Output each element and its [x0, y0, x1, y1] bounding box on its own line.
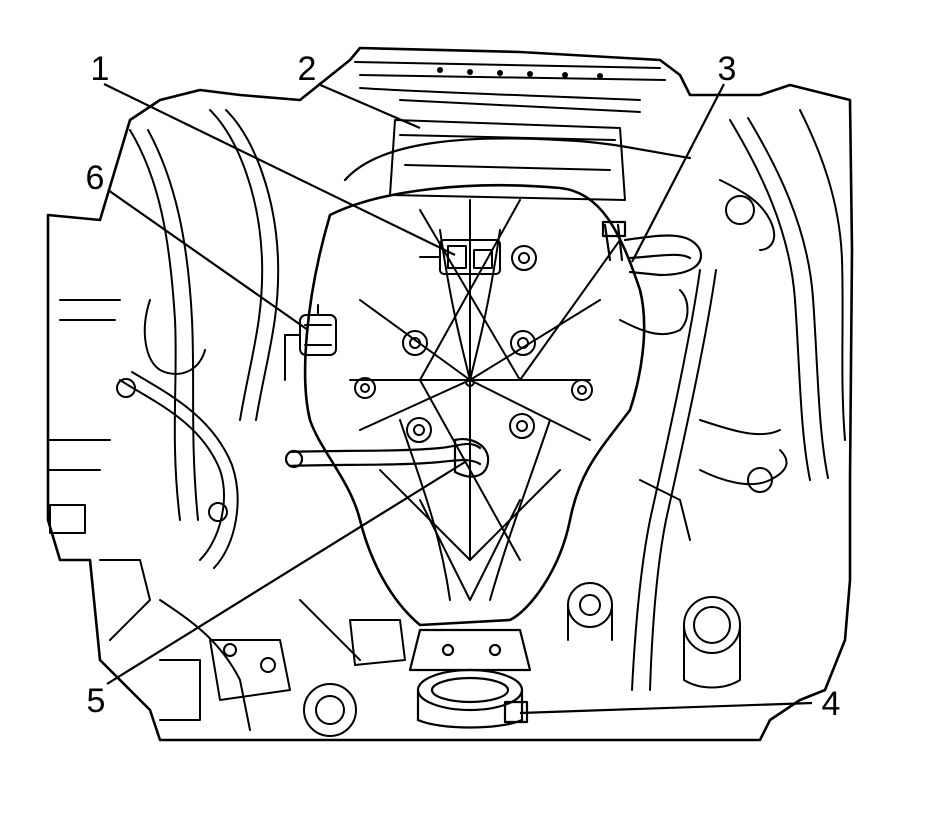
- reservoir-cap: [683, 596, 741, 689]
- callout-2: 2: [298, 50, 317, 88]
- callout-3: 3: [718, 50, 737, 88]
- leader-1: [103, 83, 456, 256]
- leader-5: [106, 461, 466, 685]
- callout-4: 4: [822, 685, 841, 723]
- manifold-bolt-bosses: [354, 245, 593, 443]
- callout-1: 1: [91, 50, 110, 88]
- callout-leaders: [103, 82, 813, 715]
- right-coolant-hoses: [619, 109, 846, 691]
- manifold-ribs: [349, 199, 621, 601]
- cowl-rail: [354, 61, 666, 113]
- intake-manifold-body: [303, 184, 646, 627]
- vacuum-hose-right: [601, 220, 703, 277]
- leader-6: [107, 189, 309, 331]
- accessory-bracket: [639, 449, 788, 541]
- vacuum-hose-front: [284, 438, 490, 478]
- leader-3: [631, 83, 725, 263]
- oil-fill-cap: [567, 582, 613, 641]
- left-coolant-hoses: [47, 109, 280, 731]
- throttle-body: [408, 628, 532, 729]
- upper-intake-housing: [389, 119, 626, 201]
- sensor-connector: [419, 239, 501, 275]
- leader-2: [317, 82, 421, 130]
- callout-labels: 1 2 3 4 5 6: [86, 50, 841, 723]
- callout-5: 5: [87, 682, 106, 720]
- leader-4: [519, 701, 813, 715]
- cowl-bolts: [437, 67, 603, 79]
- engine-bay-outline: [46, 46, 854, 742]
- lower-left-components: [159, 599, 406, 737]
- callout-6: 6: [86, 159, 105, 197]
- vacuum-tube-top: [343, 137, 692, 182]
- left-sensor: [284, 304, 337, 381]
- engine-bay-drawing: [46, 46, 854, 742]
